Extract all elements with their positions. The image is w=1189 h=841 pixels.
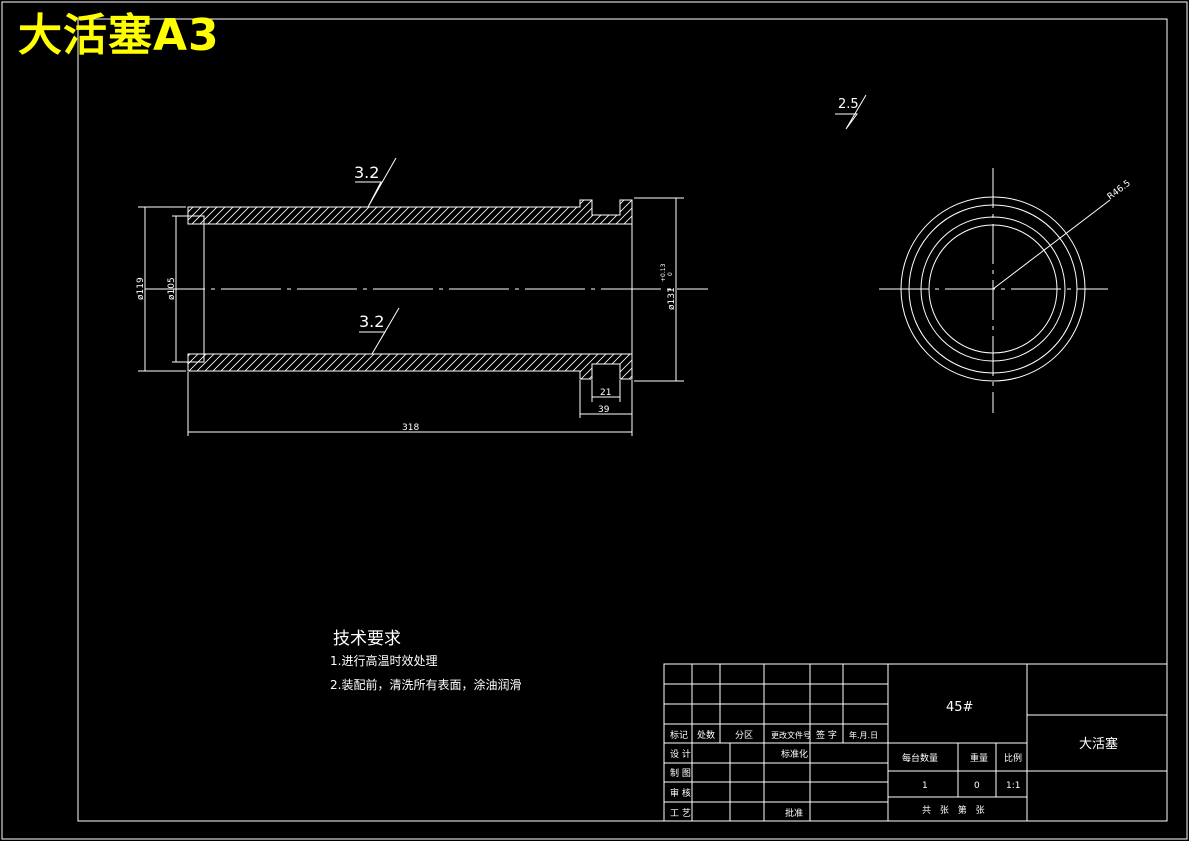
outer-diameter-label: ø119	[136, 277, 146, 300]
inner-frame	[77, 18, 1168, 822]
flange-tolerance-lower: 0	[667, 272, 674, 276]
weight-value: 1	[922, 781, 928, 791]
groove-width-label: 21	[600, 388, 611, 398]
rev-header-mark: 标记	[670, 729, 688, 741]
row-check: 审 核	[670, 787, 691, 799]
part-name-label: 大活塞	[1079, 736, 1118, 752]
roughness-symbol-corner	[835, 94, 867, 130]
scale-header: 比例	[1004, 752, 1022, 764]
flange-tolerance-upper: +0.13	[660, 263, 667, 282]
roughness-symbol-top	[355, 157, 397, 208]
tech-requirements-heading: 技术要求	[333, 629, 401, 649]
rev-header-zone: 分区	[735, 730, 753, 741]
material-label: 45#	[946, 700, 973, 715]
sheet-info: 共 张 第 张	[922, 804, 988, 816]
flange-diameter-label: ø131	[667, 287, 677, 310]
roughness-label-top: 3.2	[354, 163, 379, 182]
mass-header: 重量	[970, 752, 988, 764]
weight-header: 每台数量	[902, 752, 938, 764]
row-drafting: 制 图	[670, 767, 691, 779]
title-block	[663, 663, 1168, 822]
rev-header-count: 处数	[697, 729, 715, 741]
bore-diameter-label: ø105	[167, 277, 177, 300]
roughness-symbol-bottom	[359, 307, 400, 355]
mass-value: 0	[974, 781, 980, 791]
roughness-label-bottom: 3.2	[359, 312, 384, 331]
top-wall-section	[187, 199, 633, 225]
row-process: 工 艺	[670, 808, 691, 819]
row-standardize: 标准化	[781, 748, 808, 760]
rev-header-sign: 签 字	[816, 729, 837, 741]
section-view	[138, 157, 708, 436]
groove-offset-label: 39	[598, 405, 610, 415]
rev-header-doc: 更改文件号	[771, 730, 811, 740]
bottom-wall-section	[187, 353, 633, 380]
radius-leader	[992, 199, 1111, 290]
row-design: 设 计	[670, 748, 691, 760]
rev-header-date: 年.月.日	[849, 730, 878, 740]
radius-label: R46.5	[1106, 179, 1133, 203]
total-length-label: 318	[402, 423, 419, 433]
drawing-title: 大活塞A3	[18, 10, 220, 61]
end-view	[835, 94, 1111, 413]
roughness-label-corner: 2.5	[838, 97, 859, 112]
tech-requirement-2: 2.装配前，清洗所有表面，涂油润滑	[330, 678, 522, 692]
row-approve: 批准	[785, 807, 803, 819]
tech-requirement-1: 1.进行高温时效处理	[330, 654, 438, 668]
scale-value: 1:1	[1006, 781, 1020, 791]
